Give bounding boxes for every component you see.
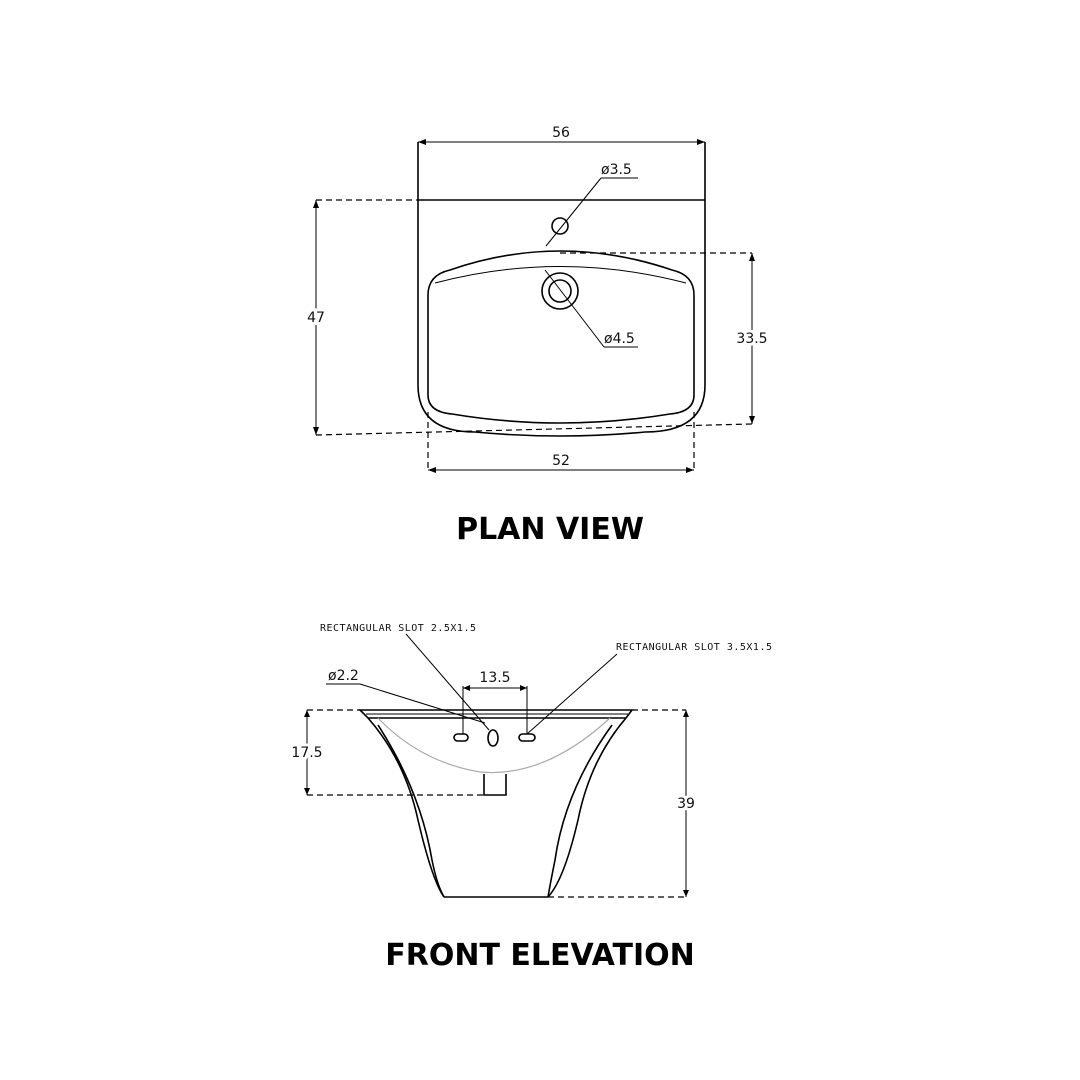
plan-bowl-width-arrow-right <box>686 467 694 473</box>
plan-overall-depth-label: 47 <box>307 310 325 326</box>
plan-width-arrow-left <box>418 139 426 145</box>
front-center-hole <box>487 729 499 747</box>
front-slot-left <box>453 733 469 742</box>
front-spacing-arrow-left <box>463 685 470 691</box>
front-hole-leader <box>359 683 486 724</box>
plan-width-arrow-right <box>697 139 705 145</box>
plan-tap-hole-leader <box>545 177 602 247</box>
front-spacing-label: 13.5 <box>479 670 510 686</box>
plan-bowl-width-label: 52 <box>552 453 570 469</box>
plan-bowl-depth-arrow-bottom <box>749 416 755 424</box>
plan-basin-outline <box>417 142 706 437</box>
plan-depth-arrow-top <box>313 200 319 208</box>
plan-tap-hole-label: ø3.5 <box>601 162 632 178</box>
front-bowl-inner <box>377 717 611 774</box>
front-slot-right-leader <box>526 653 618 735</box>
plan-bowl-rim-lines <box>434 266 687 284</box>
front-height-arrow-bottom <box>683 890 689 897</box>
plan-waste-hole-leader <box>544 269 605 348</box>
plan-bowl-depth-label: 33.5 <box>736 331 767 347</box>
front-height-arrow-top <box>683 710 689 717</box>
plan-bowl-depth-arrow-top <box>749 253 755 261</box>
plan-waste-hole-label: ø4.5 <box>604 331 635 347</box>
plan-view: ø3.5 ø4.5 56 47 33.5 52 PLAN VIEW <box>304 125 771 547</box>
plan-bowl-width-arrow-left <box>428 467 436 473</box>
front-bowl-height-arrow-top <box>304 710 310 717</box>
front-bowl-height-label: 17.5 <box>291 745 322 761</box>
front-slot-left-leader <box>405 633 490 731</box>
plan-depth-ext-bottom <box>315 423 753 436</box>
front-overall-height-label: 39 <box>677 796 695 812</box>
front-waste-outlet <box>483 774 507 796</box>
front-pedestal-right-inner <box>547 724 613 898</box>
plan-inner-bowl <box>427 250 695 424</box>
front-hole-label: ø2.2 <box>328 668 359 684</box>
plan-view-title: PLAN VIEW <box>456 512 644 547</box>
front-elevation: RECTANGULAR SLOT 2.5X1.5 RECTANGULAR SLO… <box>288 623 773 973</box>
front-slot-right-note: RECTANGULAR SLOT 3.5X1.5 <box>616 642 773 653</box>
front-elevation-title: FRONT ELEVATION <box>385 938 695 973</box>
plan-waste-hole-outer <box>541 272 579 310</box>
front-slot-right <box>518 733 536 742</box>
front-bowl-height-arrow-bottom <box>304 788 310 795</box>
plan-overall-width-label: 56 <box>552 125 570 141</box>
plan-tap-hole <box>551 217 569 235</box>
front-pedestal-right <box>547 717 627 898</box>
plan-waste-hole-inner <box>548 279 572 303</box>
front-spacing-arrow-right <box>520 685 527 691</box>
front-pedestal-left <box>367 717 445 898</box>
plan-depth-arrow-bottom <box>313 427 319 435</box>
front-slot-left-note: RECTANGULAR SLOT 2.5X1.5 <box>320 623 477 634</box>
front-pedestal-left-inner <box>377 724 445 898</box>
